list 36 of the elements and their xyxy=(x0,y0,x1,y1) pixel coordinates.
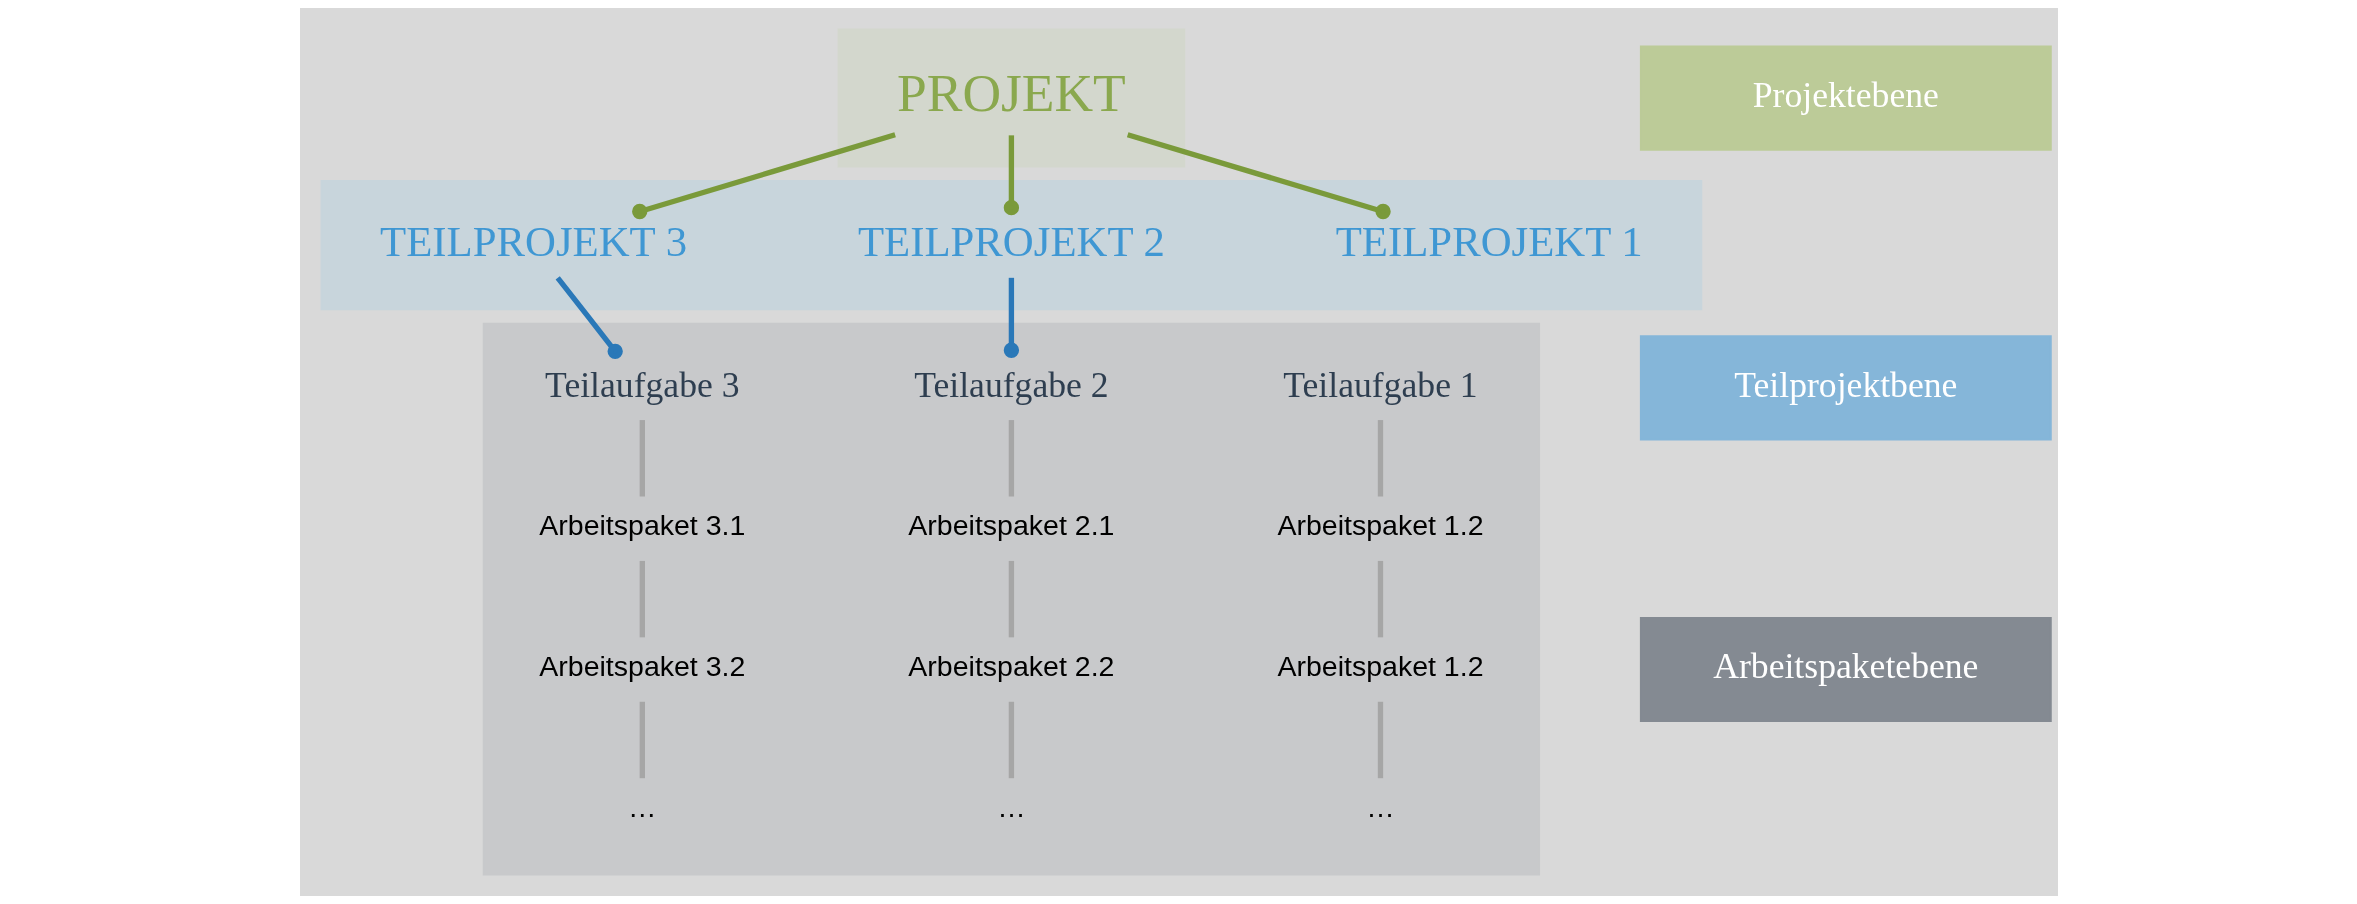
node-text: … xyxy=(1365,791,1395,824)
connector xyxy=(1008,420,1014,497)
connector xyxy=(631,132,896,220)
node-box: Teilprojektbene xyxy=(1639,335,2052,441)
node-text: … xyxy=(996,791,1026,824)
node-text: Arbeitspaket 3.2 xyxy=(538,650,745,683)
node-box: Arbeitspaketebene xyxy=(1639,616,2052,723)
connector xyxy=(1377,420,1383,497)
node-text: PROJEKT xyxy=(896,63,1126,124)
node-text: TEILPROJEKT 1 xyxy=(1335,218,1643,266)
connector xyxy=(1377,560,1383,638)
connector xyxy=(639,560,645,638)
node-text: Arbeitspaket 2.2 xyxy=(907,650,1114,683)
node-text: Teilaufgabe 1 xyxy=(1282,364,1478,405)
connector xyxy=(1003,135,1019,216)
node-text: Arbeitspaket 2.1 xyxy=(907,509,1114,542)
connector xyxy=(1003,277,1019,358)
node-text: TEILPROJEKT 3 xyxy=(379,218,687,266)
node-text: Arbeitspaket 1.2 xyxy=(1276,650,1484,683)
node-text: Teilaufgabe 3 xyxy=(544,364,740,405)
node-box: Projektebene xyxy=(1639,45,2052,151)
connector xyxy=(1008,701,1014,779)
connector xyxy=(1377,701,1383,779)
connector xyxy=(639,701,645,779)
cluster xyxy=(482,322,1540,876)
cluster xyxy=(320,180,1702,311)
node-text: Teilaufgabe 2 xyxy=(913,364,1109,405)
connector xyxy=(639,420,645,497)
node-text: TEILPROJEKT 2 xyxy=(857,218,1165,266)
connector xyxy=(1008,560,1014,638)
cluster xyxy=(837,28,1185,168)
node-text: … xyxy=(627,791,657,824)
node-text: Arbeitspaket 3.1 xyxy=(538,509,745,542)
node-text: Arbeitspaket 1.2 xyxy=(1276,509,1484,542)
connector xyxy=(1126,132,1391,220)
connector xyxy=(555,276,623,359)
